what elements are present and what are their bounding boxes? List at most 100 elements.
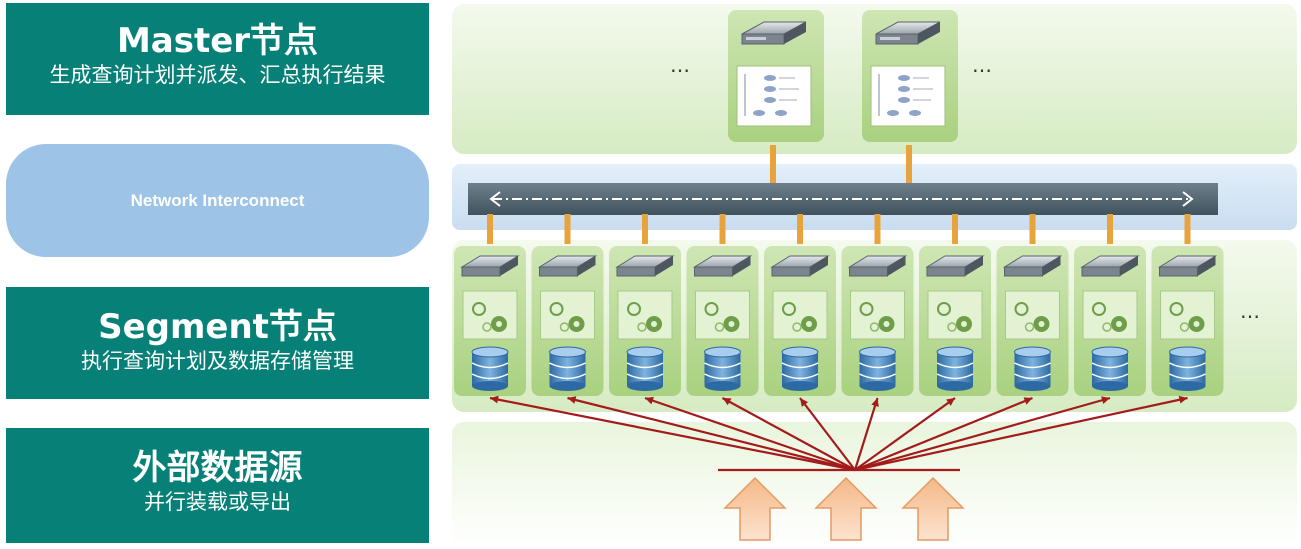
master-node-1 — [728, 10, 824, 142]
segment-nodes — [454, 214, 1224, 396]
gears-icon — [617, 290, 673, 340]
segment-node-1 — [454, 246, 526, 396]
flow-arrowhead — [1178, 395, 1188, 404]
gears-icon — [1160, 290, 1215, 340]
server-icon — [875, 21, 941, 45]
segment-subtitle: 执行查询计划及数据存储管理 — [81, 349, 354, 373]
flow-line — [567, 396, 856, 472]
segment-node-4 — [686, 246, 759, 396]
flow-line — [721, 397, 856, 471]
master-node-box: Master节点 生成查询计划并派发、汇总执行结果 — [6, 3, 429, 115]
flow-line — [854, 396, 1033, 472]
upload-arrow — [723, 476, 787, 541]
server-icon — [692, 255, 753, 277]
flow-arrowhead — [871, 398, 879, 407]
server-icon — [615, 255, 675, 277]
server-icon — [925, 255, 985, 277]
architecture-diagram: … … … — [452, 4, 1297, 547]
gears-icon — [1005, 290, 1060, 340]
network-interconnect-box: Network Interconnect — [6, 144, 429, 257]
flow-line — [854, 396, 1188, 472]
server-icon — [741, 21, 807, 45]
server-icon — [1080, 255, 1140, 277]
database-icon — [1169, 346, 1206, 391]
server-icon — [1002, 255, 1063, 277]
server-icon — [1157, 255, 1218, 277]
upload-arrow — [901, 476, 965, 541]
gears-icon — [850, 290, 905, 340]
ellipsis-master-left: … — [670, 53, 690, 77]
gears-icon — [927, 290, 983, 340]
flow-arrowhead — [946, 398, 955, 406]
upload-arrow — [814, 476, 878, 541]
network-label: Network Interconnect — [130, 191, 305, 210]
database-icon — [936, 346, 974, 391]
query-plan-icon — [870, 65, 946, 127]
flow-arrowhead — [1023, 397, 1033, 405]
gears-icon — [1082, 290, 1138, 340]
server-icon — [537, 255, 598, 277]
flow-line — [854, 397, 956, 471]
external-panel — [452, 422, 1297, 547]
gears-icon — [462, 290, 518, 340]
network-bus — [468, 183, 1218, 215]
flow-line — [644, 396, 856, 472]
database-icon — [549, 346, 586, 391]
flow-arrowhead — [722, 398, 732, 406]
segment-connector — [719, 214, 726, 244]
database-icon — [1091, 346, 1129, 391]
segment-connector — [952, 214, 958, 244]
master-subtitle: 生成查询计划并派发、汇总执行结果 — [49, 63, 386, 87]
segment-node-8 — [996, 246, 1069, 396]
server-icon — [847, 255, 908, 277]
segment-node-2 — [531, 246, 604, 396]
database-icon — [781, 346, 819, 391]
gears-icon — [772, 290, 828, 340]
flow-line — [489, 396, 856, 472]
query-plan-icon — [736, 65, 812, 127]
flow-arrowhead — [800, 398, 809, 407]
master-title: Master节点 — [116, 21, 319, 61]
segment-node-9 — [1074, 246, 1146, 396]
segment-node-10 — [1151, 246, 1224, 396]
data-flow-arrows — [489, 395, 1188, 472]
database-icon — [859, 346, 896, 391]
master-node-2 — [862, 10, 958, 142]
segment-connector — [1184, 214, 1191, 244]
segment-node-3 — [609, 246, 681, 396]
segment-node-box: Segment节点 执行查询计划及数据存储管理 — [6, 287, 429, 399]
segment-connector — [874, 214, 881, 244]
segment-node-7 — [919, 246, 991, 396]
segment-connector — [1029, 214, 1036, 244]
external-source-box: 外部数据源 并行装载或导出 — [6, 428, 429, 543]
master-connector — [906, 145, 912, 185]
ellipsis-segment: … — [1240, 299, 1260, 323]
flow-arrowhead — [645, 396, 654, 405]
flow-arrowhead — [490, 395, 499, 404]
external-subtitle: 并行装载或导出 — [144, 490, 291, 514]
segment-node-6 — [841, 246, 914, 396]
ellipsis-master-right: … — [972, 53, 992, 77]
database-icon — [471, 346, 509, 391]
segment-connector — [1107, 214, 1113, 244]
database-icon — [626, 346, 664, 391]
flow-line — [853, 397, 879, 471]
master-connector — [770, 145, 776, 185]
segment-connector — [797, 214, 803, 244]
server-icon — [460, 255, 520, 277]
external-title: 外部数据源 — [132, 448, 303, 488]
server-icon — [770, 255, 830, 277]
flow-line — [854, 396, 1111, 472]
database-icon — [1014, 346, 1051, 391]
flow-arrowhead — [1101, 396, 1110, 404]
segment-title: Segment节点 — [98, 307, 337, 347]
gears-icon — [695, 290, 750, 340]
segment-connector — [487, 214, 493, 244]
segment-connector — [642, 214, 648, 244]
segment-node-5 — [764, 246, 836, 396]
flow-arrowhead — [567, 396, 577, 404]
upload-arrows — [723, 476, 965, 541]
database-icon — [704, 346, 741, 391]
gears-icon — [540, 290, 595, 340]
flow-line — [799, 397, 856, 471]
